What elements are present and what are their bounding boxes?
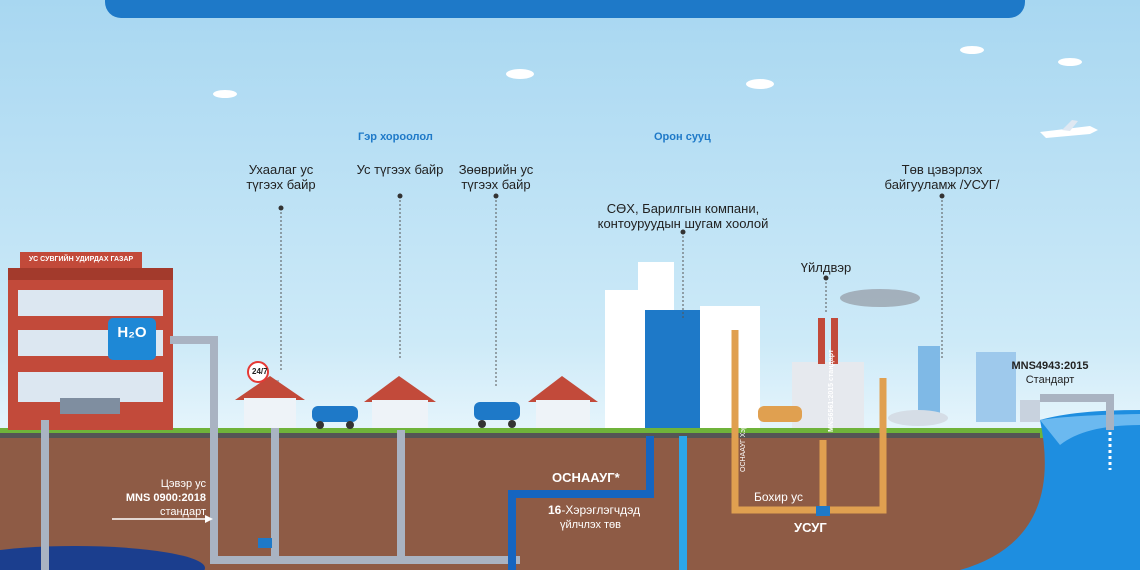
soil — [0, 436, 1140, 570]
zone-ger-title: Гэр хороолол — [358, 131, 433, 143]
osnaaug-label: ОСНААУГ* — [552, 470, 620, 485]
mns0900-label: MNS 0900:2018 — [125, 492, 206, 504]
header-bar — [105, 0, 1025, 18]
zone-apartment-title: Орон сууц — [654, 131, 711, 143]
treatment-plant — [888, 346, 1040, 426]
house-2 — [364, 376, 436, 428]
mns6561-label: MNS6561:2015 стандарт — [828, 349, 835, 432]
water-truck-2 — [474, 402, 520, 428]
label-kiosk: Ус түгээх байр — [356, 162, 444, 177]
clock-icon — [247, 361, 269, 383]
house-1 — [235, 376, 305, 428]
reservoir — [0, 546, 205, 570]
badge-24-7: 24/7 — [252, 367, 268, 376]
road — [0, 433, 1040, 438]
water-truck-1 — [312, 406, 358, 429]
airplane-icon — [1040, 120, 1098, 138]
mns4943-standard: Стандарт — [1025, 374, 1075, 386]
usug-label: УСУГ — [794, 520, 827, 535]
clouds — [213, 46, 1082, 98]
clean-water-label: Цэвэр ус — [160, 478, 206, 490]
utility-sign: УС СУВГИЙН УДИРДАХ ГАЗАР — [28, 256, 134, 263]
utility-building — [8, 252, 173, 430]
waste-water-label: Бохир ус — [754, 490, 803, 504]
service-center-line2: үйлчлэх төв — [560, 519, 622, 531]
mns0900-standard: стандарт — [159, 506, 206, 518]
waste-water-pipes — [731, 330, 887, 514]
osnaaug-vertical-label: ОСНААУГ Хэрэглээний — [740, 396, 747, 472]
apartment-buildings — [605, 262, 760, 428]
factory — [792, 289, 920, 428]
supply-pipes — [41, 336, 520, 570]
tanker-truck — [758, 406, 802, 422]
label-treatment: Төв цэвэрлэх байгууламж /УСУГ/ — [884, 162, 1000, 192]
label-smart-kiosk: Ухаалаг ус түгээх байр — [246, 162, 316, 192]
clean-water-pipes — [508, 436, 654, 570]
h2o-tank-label: H₂O — [117, 324, 147, 341]
label-soh: СӨХ, Барилгын компани, контоуруудын шуга… — [597, 201, 769, 231]
house-3 — [528, 376, 598, 428]
mns4943-label: MNS4943:2015 — [1011, 360, 1089, 372]
service-center-number: 16 — [548, 503, 562, 517]
service-center-line1: 16-Хэрэглэгчдэд — [548, 503, 641, 517]
ocean — [960, 410, 1140, 570]
label-factory: Үйлдвэр — [800, 260, 852, 275]
label-mobile-kiosk: Зөөврийн ус түгээх байр — [458, 162, 534, 192]
